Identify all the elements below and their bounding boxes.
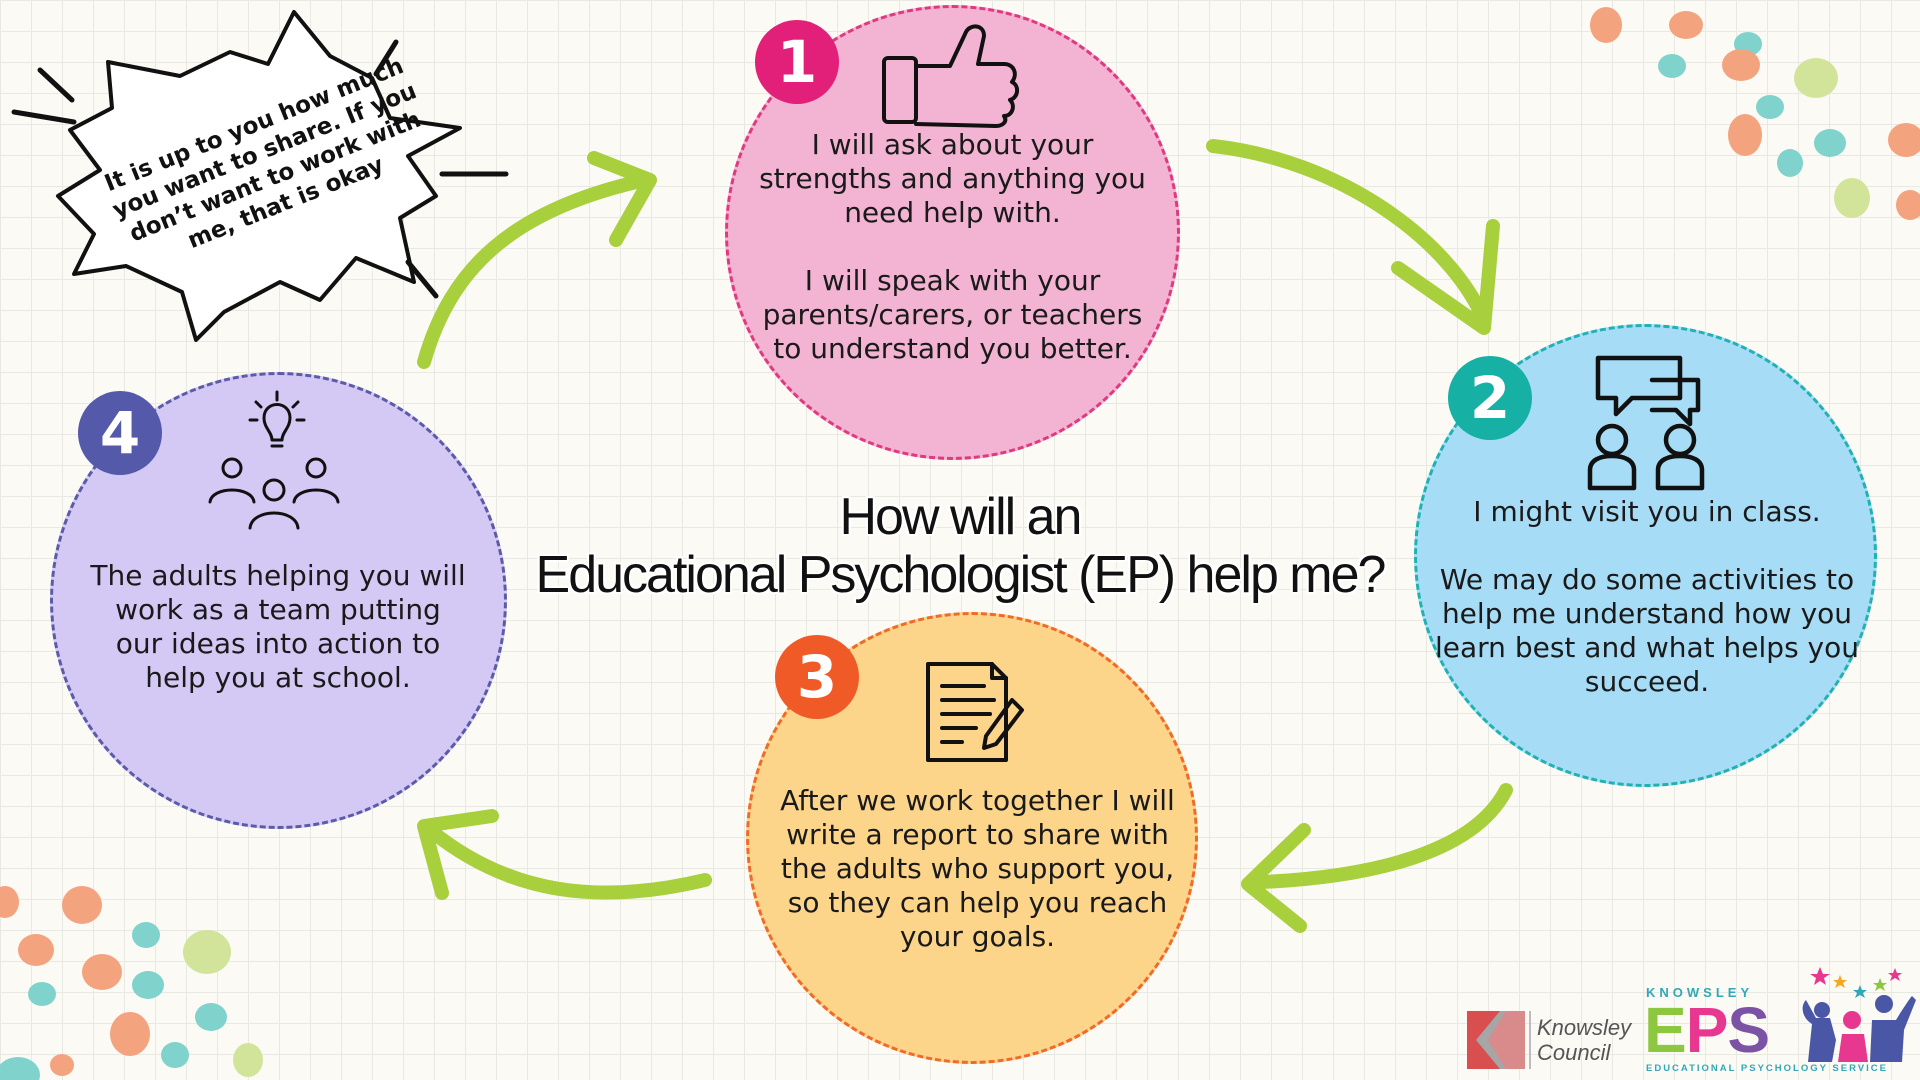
arrow-step4-to-step1-head [587,151,657,247]
arrow-step3-to-step4-head [417,809,499,900]
bottom-left-dots [0,886,263,1080]
title-line-2: Educational Psychologist (EP) help me? [535,546,1387,604]
step-4-badge: 4 [78,391,162,475]
step-1-badge: 1 [755,20,839,104]
arrow-step2-to-step3-head [1241,823,1311,933]
eps-logo-letters: EPS [1644,998,1770,1062]
arrow-step4-to-step1 [417,173,652,369]
step-3-text: After we work together I will write a re… [780,784,1175,953]
team-idea-icon [208,390,340,530]
eps-letter-p: P [1685,994,1729,1066]
eps-letter-e: E [1644,994,1687,1066]
step-1-text: I will ask about your strengths and anyt… [759,128,1146,365]
top-right-dots [1590,7,1920,220]
arrow-step1-to-step2-head [1391,219,1500,335]
knowsley-council-label: Knowsley Council [1537,1015,1632,1065]
conversation-icon [1587,355,1705,491]
step-2-text: I might visit you in class. We may do so… [1434,495,1860,698]
page-title: How will an Educational Psychologist (EP… [500,488,1420,604]
report-icon [926,662,1024,762]
arrow-step3-to-step4 [423,823,712,900]
step-2-badge: 2 [1448,356,1532,440]
eps-logo-bottom: EDUCATIONAL PSYCHOLOGY SERVICE [1646,1063,1888,1074]
step-4-text: The adults helping you will work as a te… [90,559,466,694]
burst-shape [56,10,462,342]
eps-logo-top: KNOWSLEY [1646,985,1754,1000]
arrow-step1-to-step2 [1206,139,1491,327]
eps-letter-s: S [1727,994,1770,1066]
thumbs-up-icon [882,24,1019,128]
arrow-step2-to-step3 [1255,783,1513,889]
step-3-badge: 3 [775,635,859,719]
title-line-1: How will an [839,488,1083,546]
